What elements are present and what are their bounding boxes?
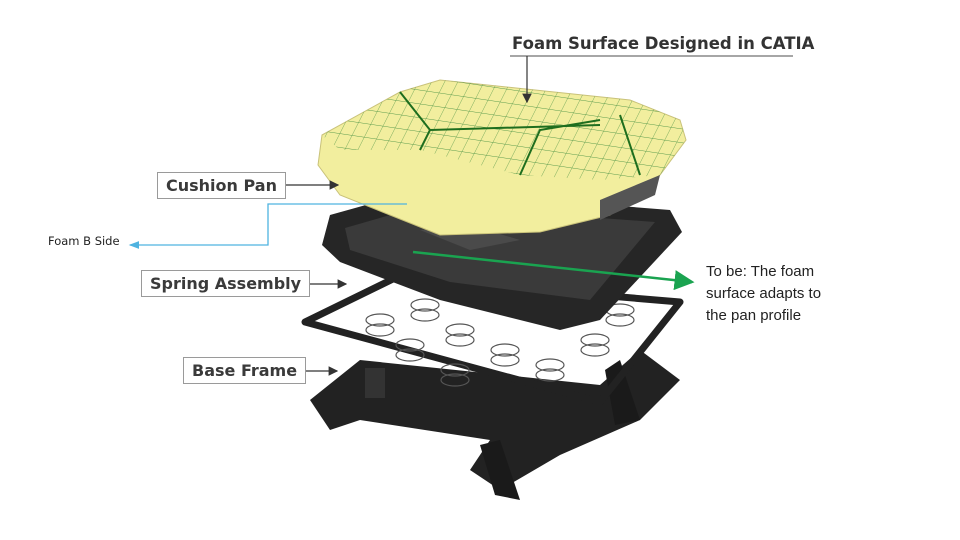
note-line: surface adapts to — [706, 285, 822, 302]
label-base-frame: Base Frame — [183, 357, 307, 384]
foam-cushion — [317, 79, 687, 236]
label-spring-assembly: Spring Assembly — [141, 270, 311, 297]
diagram-title: Foam Surface Designed in CATIA — [512, 34, 815, 53]
note-callout-arrow — [412, 250, 695, 291]
base-frame — [310, 350, 680, 500]
note-line: the pan profile — [706, 307, 802, 324]
label-cushion-pan: Cushion Pan — [157, 172, 286, 199]
cushion-pan — [322, 190, 682, 330]
spring-assembly — [301, 274, 684, 406]
note-line: To be: The foam — [706, 263, 815, 280]
label-foam-b-side: Foam B Side — [48, 234, 120, 248]
foam-b-side-callout — [128, 203, 407, 249]
annotation-note: To be: The foam surface adapts to the pa… — [706, 261, 821, 327]
